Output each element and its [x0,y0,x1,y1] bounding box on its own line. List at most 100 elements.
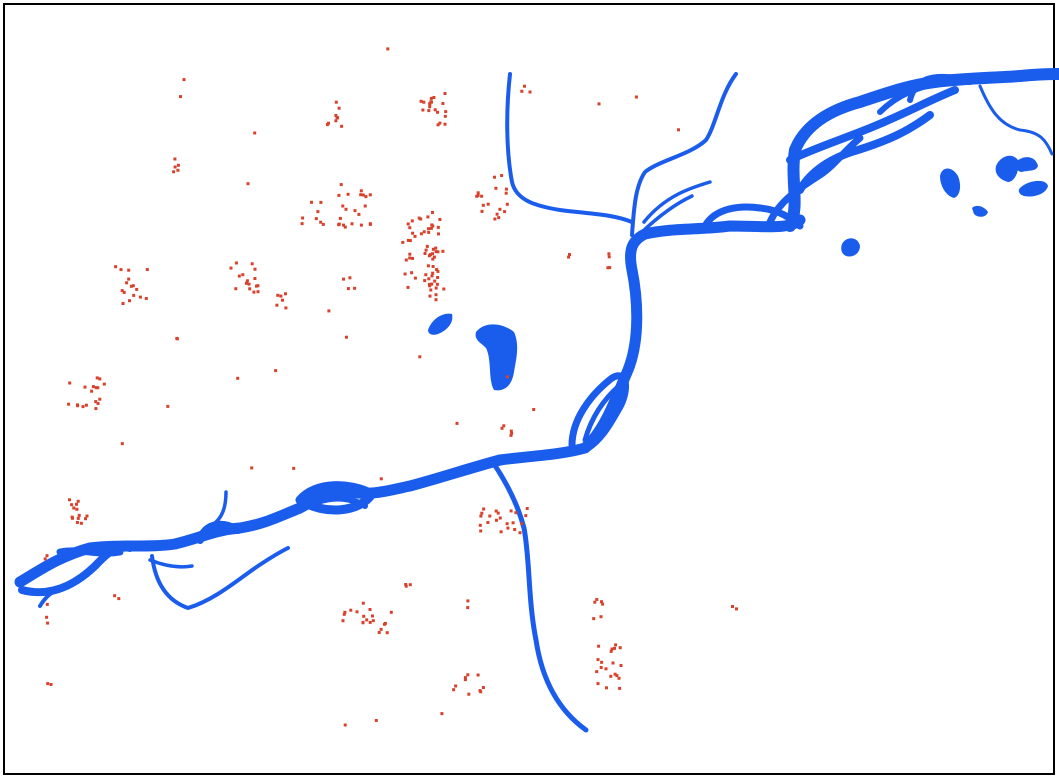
settlement-point [244,281,248,285]
settlement-point [144,297,148,300]
settlement-point [340,124,344,128]
settlement-point [599,615,603,619]
settlement-point [406,285,410,289]
settlement-point [452,688,456,692]
main-river-braid-g [582,382,623,443]
lake-east-e [1018,180,1048,197]
settlement-point [480,209,484,213]
settlement-point [510,431,514,435]
settlement-point [427,230,431,234]
settlement-point [609,674,613,678]
settlement-point [337,106,341,110]
settlement-point [422,100,426,104]
lake-east-d [1015,157,1038,172]
settlement-point [494,509,498,513]
settlement-point [518,531,522,535]
settlement-point [426,264,430,268]
settlement-point [361,601,365,605]
settlement-point [608,266,612,270]
settlement-point [735,607,738,611]
main-river-braid-d [295,481,377,515]
settlement-point [440,712,444,716]
settlement-point [345,335,348,339]
settlement-point [90,389,94,393]
settlement-point [436,250,440,254]
settlement-point [419,99,423,103]
settlement-point [434,293,438,297]
settlement-point [482,507,486,511]
settlement-point [275,303,279,307]
settlement-point [127,277,131,281]
settlement-point [434,250,438,254]
settlement-point [365,618,369,622]
settlement-point [319,200,323,204]
settlement-point [241,273,245,277]
settlement-point [362,614,366,618]
settlement-point [437,232,440,236]
settlement-point [43,557,47,561]
settlement-point [430,274,434,278]
settlement-point [494,186,498,190]
settlement-point [432,255,436,259]
settlement-point [236,376,240,380]
settlement-point [503,210,507,214]
settlement-point [248,287,252,291]
settlement-point [428,294,432,298]
settlement-point [528,90,532,94]
settlement-point [334,100,338,104]
settlement-point [359,223,363,227]
settlement-point [486,202,490,206]
settlement-point [436,110,439,114]
settlement-point [68,498,71,502]
settlement-point [172,170,176,174]
settlement-point [481,203,485,207]
settlement-point [509,433,513,437]
settlement-point [431,211,434,214]
settlement-point [310,200,313,204]
settlement-point [67,402,71,406]
settlement-point [368,608,372,611]
settlement-point [349,608,353,612]
settlement-point [361,193,365,197]
settlement-point [423,252,427,255]
settlement-point [443,122,447,126]
settlement-point [435,282,439,286]
settlement-point [428,102,432,106]
settlement-point [131,284,135,288]
settlement-point [618,646,622,650]
settlement-point [234,261,238,265]
settlement-point [609,649,613,653]
settlement-point [383,621,387,625]
settlement-point [348,276,352,280]
settlement-point [509,509,513,513]
settlement-point [511,521,515,525]
settlement-point [525,507,529,510]
settlement-point [436,225,440,229]
main-river-braid-k [766,134,864,226]
settlement-point [427,227,430,231]
settlement-point [466,606,470,610]
settlement-point [403,272,407,276]
settlement-point [436,276,440,279]
settlement-point [284,292,287,296]
settlement-point [336,116,340,120]
settlement-point [96,386,100,390]
settlement-point [596,658,600,662]
settlement-point [614,643,618,647]
settlement-point [368,193,372,197]
settlement-point [418,355,422,359]
settlement-point [488,514,492,518]
settlement-layer [43,47,738,727]
settlement-point [363,204,367,208]
settlement-point [49,683,53,686]
settlement-point [91,385,95,389]
settlement-point [121,302,125,305]
settlement-point [77,513,81,517]
settlement-point [353,209,357,213]
settlement-point [368,222,372,226]
settlement-point [478,523,482,527]
settlement-point [406,222,410,226]
settlement-point [408,226,412,230]
settlement-point [463,678,467,682]
